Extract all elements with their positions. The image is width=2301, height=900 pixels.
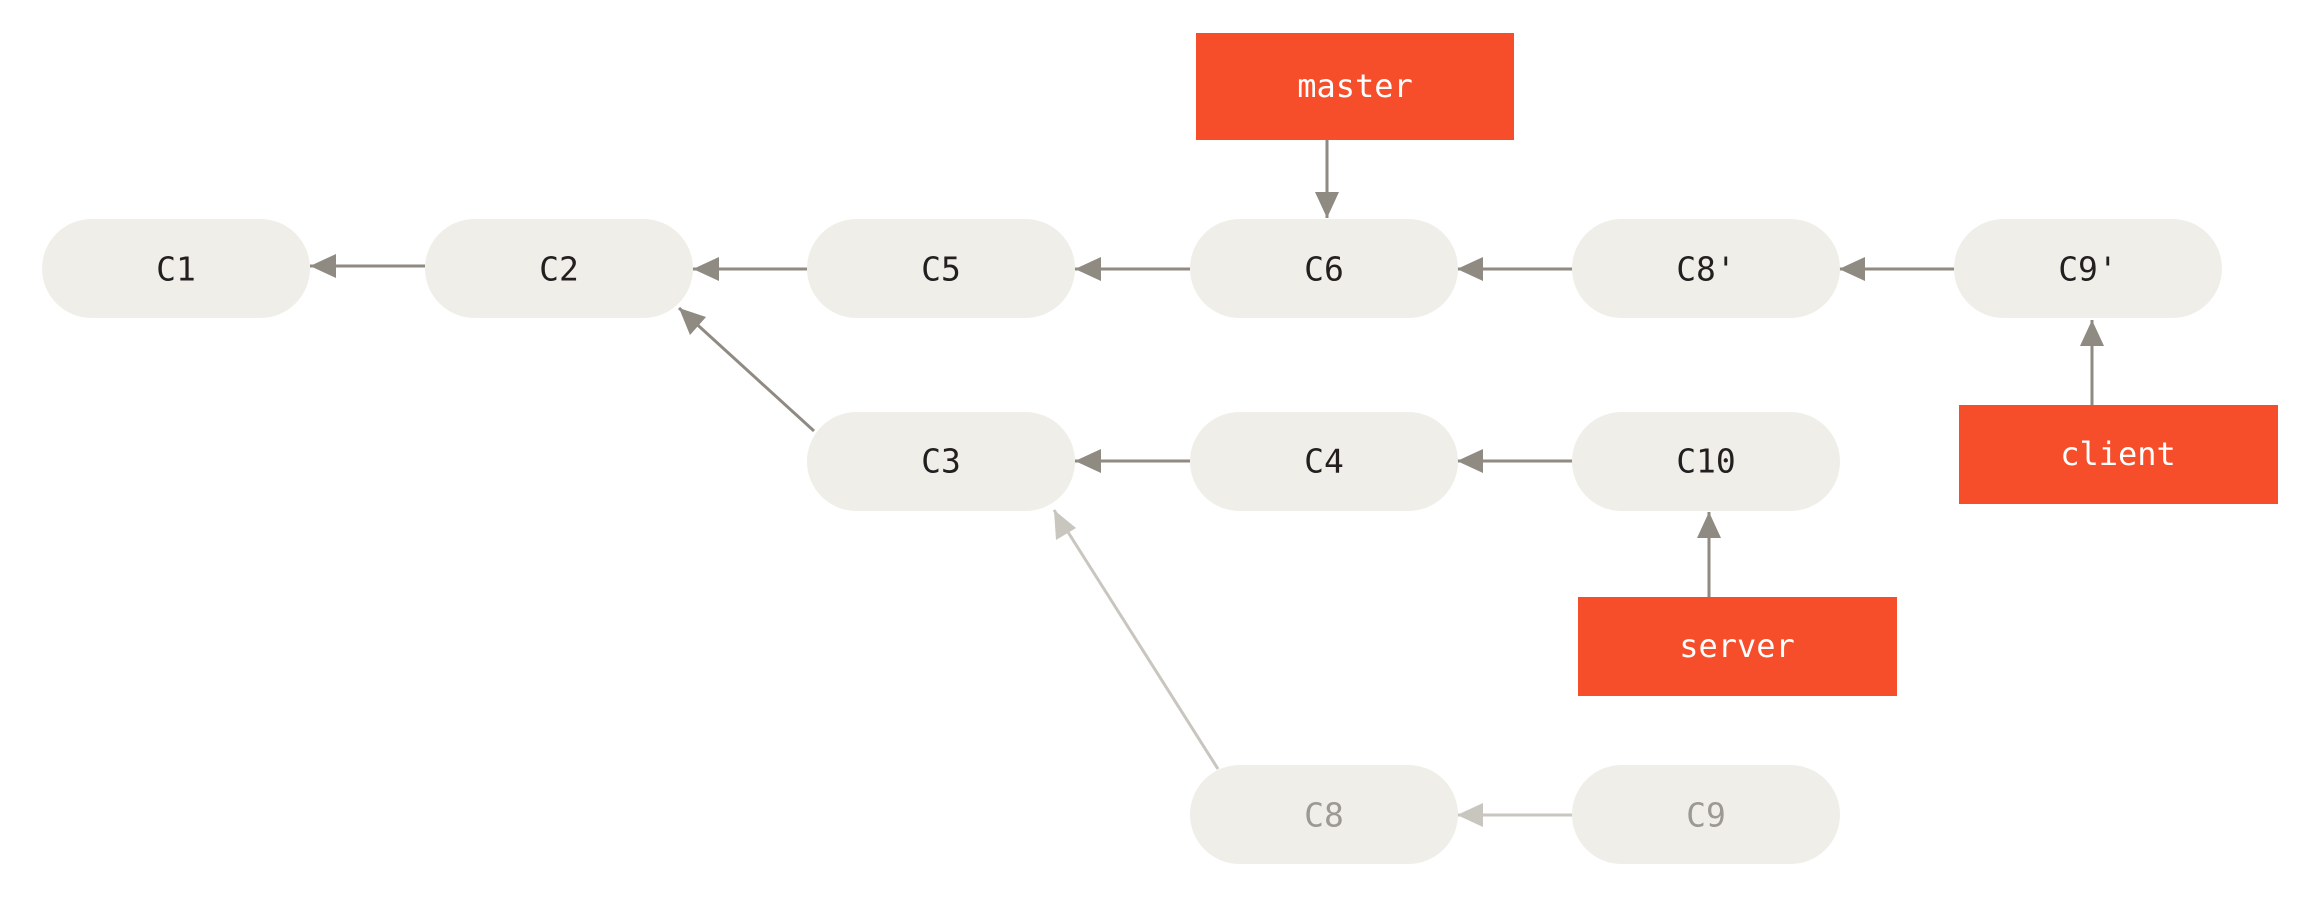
arrowhead-c1 (310, 254, 336, 278)
commit-c8-faded: C8 (1190, 765, 1458, 864)
arrowhead-client (2080, 320, 2104, 346)
commit-c9-prime-pill (1954, 219, 2222, 318)
branch-master-label: master (1297, 67, 1413, 105)
arrowhead-c3 (1075, 449, 1101, 473)
branch-client-label: client (2060, 435, 2176, 473)
arrowhead-c5 (1075, 257, 1101, 281)
arrowhead-c2-from-c3 (679, 308, 706, 335)
arrowhead-server (1697, 512, 1721, 538)
commit-c5: C5 (807, 219, 1075, 318)
commit-c9-prime: C9' (1954, 219, 2222, 318)
commit-c10: C10 (1572, 412, 1840, 511)
arrowhead-c3-from-c8 (1054, 510, 1076, 540)
arrowhead-c8 (1457, 803, 1483, 827)
commit-c8-pill (1190, 765, 1458, 864)
commit-c8-prime-label: C8' (1676, 250, 1736, 289)
commit-c10-label: C10 (1676, 442, 1736, 481)
branch-server: server (1578, 597, 1897, 696)
arrowhead-c8p (1839, 257, 1865, 281)
commit-c6-pill (1190, 219, 1458, 318)
commit-c6: C6 (1190, 219, 1458, 318)
arrowhead-c2-from-c5 (693, 257, 719, 281)
arrowhead-c4 (1457, 449, 1483, 473)
commit-c2: C2 (425, 219, 693, 318)
branch-client: client (1959, 405, 2278, 504)
commit-c5-label: C5 (921, 250, 961, 289)
arrows (310, 140, 2104, 827)
branch-master-box (1196, 33, 1514, 140)
arrow-c3-to-c2 (677, 306, 816, 433)
commit-c4: C4 (1190, 412, 1458, 511)
commit-c9-label: C9 (1686, 796, 1726, 835)
branch-server-label: server (1679, 627, 1795, 665)
arrow-c8-to-c3 (1052, 509, 1220, 770)
commit-c8-label: C8 (1304, 796, 1344, 835)
commit-c2-pill (425, 219, 693, 318)
commit-c10-pill (1572, 412, 1840, 511)
arrowhead-c6 (1457, 257, 1483, 281)
commit-c4-label: C4 (1304, 442, 1344, 481)
commit-c8-prime-pill (1572, 219, 1840, 318)
commit-c2-label: C2 (539, 250, 579, 289)
arrowhead-master (1315, 192, 1339, 218)
commit-c1: C1 (42, 219, 310, 318)
commit-c6-label: C6 (1304, 250, 1344, 289)
commit-c3-pill (807, 412, 1075, 511)
branch-server-box (1578, 597, 1897, 696)
commit-c4-pill (1190, 412, 1458, 511)
branch-client-box (1959, 405, 2278, 504)
commit-c9-pill (1572, 765, 1840, 864)
commit-c5-pill (807, 219, 1075, 318)
commit-c9-prime-label: C9' (2058, 250, 2118, 289)
branch-master: master (1196, 33, 1514, 140)
commit-c8-prime: C8' (1572, 219, 1840, 318)
commit-c3-label: C3 (921, 442, 961, 481)
commit-c1-pill (42, 219, 310, 318)
commit-c9-faded: C9 (1572, 765, 1840, 864)
commit-c1-label: C1 (156, 250, 196, 289)
commit-c3: C3 (807, 412, 1075, 511)
